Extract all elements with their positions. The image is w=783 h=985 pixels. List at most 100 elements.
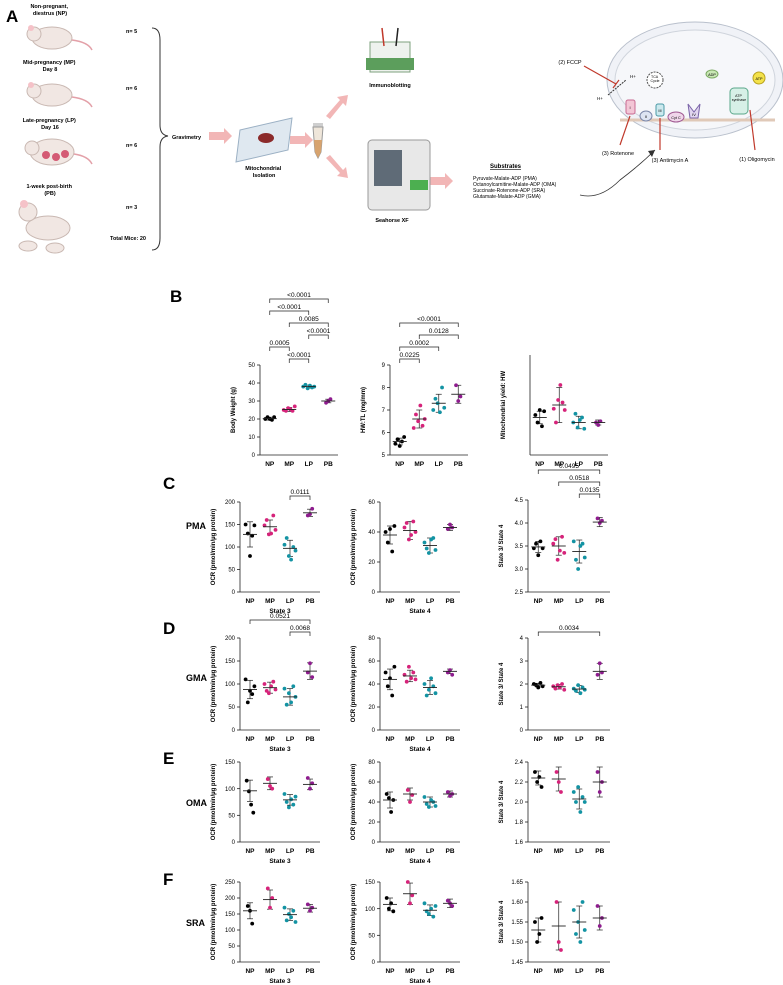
x-tick-label: LP — [575, 968, 584, 975]
total-mice: Total Mice: 20 — [110, 236, 146, 242]
y-tick-label: 0 — [372, 728, 376, 734]
y-tick-label: 50 — [228, 944, 235, 950]
data-point — [411, 670, 416, 675]
y-tick-label: 150 — [365, 880, 376, 886]
data-point — [291, 684, 296, 689]
data-point — [293, 794, 298, 799]
data-point — [431, 914, 436, 919]
data-point — [560, 400, 565, 405]
x-tick-label: PB — [445, 736, 454, 743]
data-point — [282, 905, 287, 910]
group-label-mp-l1: Mid-pregnancy (MP) — [23, 60, 76, 66]
data-point — [384, 896, 389, 900]
arrow-to-blot — [326, 95, 348, 119]
data-point — [390, 549, 395, 554]
mouse-lp-illustration — [24, 138, 93, 166]
arrow-to-isolation — [209, 128, 232, 144]
data-point — [445, 527, 450, 531]
x-tick-label: PB — [305, 736, 314, 743]
data-point — [249, 802, 254, 807]
data-point — [389, 810, 393, 814]
x-tick-label: PB — [445, 968, 454, 975]
data-point — [244, 778, 249, 783]
fccp-tbar — [612, 79, 620, 89]
data-point — [409, 533, 413, 537]
y-tick-label: 80 — [368, 760, 375, 766]
data-point — [303, 382, 308, 387]
x-tick-label: PB — [305, 598, 314, 605]
data-point — [433, 904, 438, 908]
data-point — [392, 524, 397, 528]
mito-proton-arrow — [607, 79, 627, 96]
x-axis-label: State 4 — [409, 858, 431, 865]
data-point — [272, 415, 277, 420]
y-tick-label: 3.0 — [515, 567, 524, 573]
p-value-label: 0.0002 — [409, 340, 429, 347]
y-tick-label: 7 — [382, 408, 386, 414]
data-point — [387, 906, 391, 911]
x-tick-label: LP — [286, 848, 295, 855]
y-tick-label: 150 — [225, 760, 236, 766]
x-axis-label: State 3 — [269, 608, 291, 615]
data-point — [595, 904, 600, 908]
x-tick-label: MP — [554, 968, 564, 975]
row-label-pma: PMA — [186, 521, 207, 531]
y-axis-label: State 3/ State 4 — [499, 900, 505, 943]
mito-cytc-label: Cyt C — [671, 116, 681, 120]
data-point — [431, 408, 436, 412]
x-tick-label: NP — [534, 598, 544, 605]
arrow-to-seahorse — [326, 155, 348, 178]
data-point — [284, 918, 289, 923]
group-label-lp-l1: Late-pregnancy (LP) — [23, 118, 76, 124]
data-point — [243, 522, 248, 527]
data-point — [582, 555, 587, 560]
y-tick-label: 60 — [368, 780, 375, 786]
x-tick-label: MP — [554, 461, 564, 468]
y-tick-label: 1.45 — [511, 960, 523, 966]
data-point — [433, 804, 438, 808]
data-point — [571, 790, 576, 794]
data-point — [268, 784, 272, 788]
data-point — [383, 530, 388, 534]
significance-bracket — [289, 495, 311, 500]
x-tick-label: NP — [245, 736, 255, 743]
x-tick-label: PB — [305, 968, 314, 975]
data-point — [558, 383, 563, 387]
x-axis-label: State 3 — [269, 858, 291, 865]
mito-tca-l2: Cycle — [651, 79, 660, 83]
data-point — [596, 423, 601, 427]
x-tick-label: LP — [575, 736, 584, 743]
oligomycin-label: (1) Oligomycin — [739, 157, 774, 163]
y-tick-label: 0 — [252, 453, 256, 459]
x-tick-label: MP — [265, 598, 275, 605]
data-point — [595, 516, 600, 521]
data-point — [555, 557, 560, 562]
data-point — [557, 685, 562, 690]
x-tick-label: MP — [405, 598, 415, 605]
data-point — [445, 898, 450, 903]
group-n-pb: n= 3 — [126, 205, 137, 211]
significance-bracket — [249, 619, 311, 624]
mito-c2-label: II — [645, 114, 647, 119]
data-point — [551, 541, 556, 546]
group-label-pb: 1-week post-birth (PB) — [26, 184, 73, 197]
data-point — [424, 546, 429, 551]
data-point — [409, 676, 413, 681]
y-tick-label: 3 — [520, 659, 524, 665]
rotenone-line — [619, 115, 631, 146]
y-tick-label: 2 — [520, 682, 524, 688]
data-point — [310, 675, 315, 679]
y-tick-label: 200 — [225, 500, 236, 506]
y-axis-label: OCR (pmol/min/µg protein) — [211, 884, 217, 960]
data-point — [250, 921, 255, 926]
x-axis-label: State 4 — [409, 746, 431, 753]
group-label-lp: Late-pregnancy (LP) Day 16 — [23, 118, 78, 131]
y-tick-label: 50 — [228, 705, 235, 711]
mito-tca-l1: TCA — [651, 75, 659, 79]
data-point — [574, 557, 578, 562]
mito-c3-label: III — [658, 108, 661, 113]
arrow-to-tube — [290, 132, 313, 148]
